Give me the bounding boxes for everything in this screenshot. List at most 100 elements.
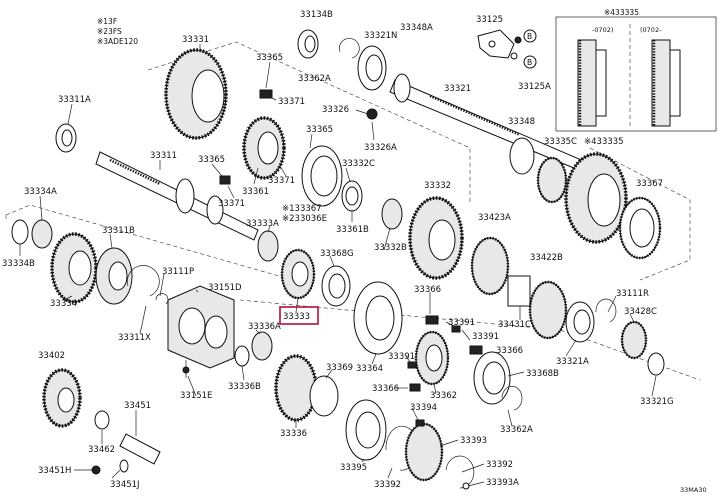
gear-33428C (620, 320, 648, 360)
legend-line: ※13F (97, 17, 117, 26)
bearing-33333A (257, 230, 279, 262)
part-label: 33362A (500, 425, 533, 435)
gear-33331 (164, 48, 228, 140)
gear-33332 (408, 196, 464, 280)
bolt-33151E-head (182, 366, 190, 374)
part-label: 33391 (448, 318, 475, 328)
part-label: 33125A (518, 82, 551, 92)
bearing-33336A (251, 331, 273, 361)
part-label: 33393A (486, 478, 519, 488)
snap-ring-33362A (339, 38, 360, 59)
part-label: 33431C (498, 320, 531, 330)
snap-ring-33311X (127, 265, 160, 297)
part-label: ※433335 (584, 137, 624, 147)
callout-b-circle (523, 29, 537, 43)
part-label: 33423A (478, 213, 511, 223)
input-shaft (95, 151, 259, 241)
part-label: 33333 (283, 312, 310, 322)
part-label: 33361 (242, 187, 269, 197)
inset-frame (555, 16, 717, 132)
key-33366-c (409, 383, 421, 392)
part-label: 33362 (430, 391, 457, 401)
part-label: 33367 (636, 179, 663, 189)
callout-b-circle (523, 55, 537, 69)
ring-33367 (618, 196, 662, 260)
sleeve-33431C (507, 275, 531, 307)
part-label: 33321 (444, 84, 471, 94)
plug-33326 (366, 108, 378, 120)
input-shaft-gear-2 (206, 195, 224, 225)
part-label: ※133367 (282, 204, 322, 214)
part-label: 33369 (326, 363, 353, 373)
part-label: 33366 (496, 346, 523, 356)
snap-ring-33111R (595, 298, 617, 323)
assembly-boundary (589, 147, 691, 281)
part-label: 33151D (208, 283, 242, 293)
sleeve-33364 (353, 281, 403, 355)
ring-33462 (94, 410, 110, 430)
ring-33348 (509, 137, 535, 175)
part-label: 33366 (372, 384, 399, 394)
part-label: 33332B (374, 243, 407, 253)
key-33394 (415, 419, 425, 427)
bolt-33451H-head (91, 465, 101, 475)
part-label: 33428C (624, 307, 657, 317)
legend: ※13F ※23FS ※3ADE120 (97, 17, 138, 46)
output-shaft-spline (429, 94, 521, 137)
ring-33336B (234, 345, 250, 367)
ring-33334B (11, 219, 29, 245)
assembly-boundary (147, 41, 471, 205)
part-label: 33333A (246, 219, 279, 229)
part-label: 33311B (102, 226, 135, 236)
part-label: 33125 (476, 15, 503, 25)
gear-33336 (274, 354, 318, 422)
snap-ring-33362A-lower (501, 385, 523, 411)
part-label: 33371 (278, 97, 305, 107)
part-label: 33321G (640, 397, 674, 407)
input-shaft-gear-1 (175, 178, 195, 214)
part-label: 33392 (374, 480, 401, 490)
washer-33451J (119, 459, 129, 473)
gear-33333 (280, 248, 316, 300)
ring-33368B-bore (482, 361, 506, 395)
inset-gear-b-hub (669, 49, 681, 117)
snap-ring-33393A (445, 455, 475, 489)
part-label: 33334A (24, 187, 57, 197)
inset-title: ※433335 (604, 8, 639, 17)
part-label: 33395 (340, 463, 367, 473)
inset-box: ※433335 -0702) (0702- (555, 8, 717, 132)
output-shaft-body (389, 79, 601, 179)
input-shaft-spline (109, 158, 161, 186)
gear-33402 (42, 368, 82, 428)
part-label: 33348A (400, 23, 433, 33)
gear-33393 (404, 422, 444, 482)
snap-ring-33111P (155, 293, 169, 305)
part-label: 33391 (472, 332, 499, 342)
part-label: 33371 (268, 176, 295, 186)
part-label: 33451J (110, 480, 140, 490)
bearing-33321A-bore (573, 309, 591, 335)
key-33366-b (469, 345, 483, 355)
bracket-33125 (477, 29, 522, 60)
part-label: 33422B (530, 253, 563, 263)
ring-33332C-bore (345, 186, 359, 206)
key-33366 (425, 315, 439, 325)
highlight-box (279, 306, 319, 325)
part-label: 33368B (526, 369, 559, 379)
part-label: 33364 (356, 364, 383, 374)
key-33365-small (219, 175, 231, 185)
gear-33334 (50, 232, 98, 304)
part-label: ※233036E (282, 214, 327, 224)
part-label: 33451H (38, 466, 71, 476)
bearing-33311A-bore (61, 129, 73, 147)
part-label: 33321A (556, 357, 589, 367)
case-plate-33151D (167, 285, 235, 369)
part-label: 33451 (124, 401, 151, 411)
output-shaft-gear (393, 73, 411, 103)
part-labels: 33134B 33321N 33348A 33125 33125A 33331 … (2, 10, 707, 494)
part-label: 33365 (256, 53, 283, 63)
part-label: 33332C (342, 159, 375, 169)
part-label: 33334 (50, 299, 77, 309)
part-label: 33402 (38, 351, 65, 361)
part-label: 33321N (364, 31, 397, 41)
